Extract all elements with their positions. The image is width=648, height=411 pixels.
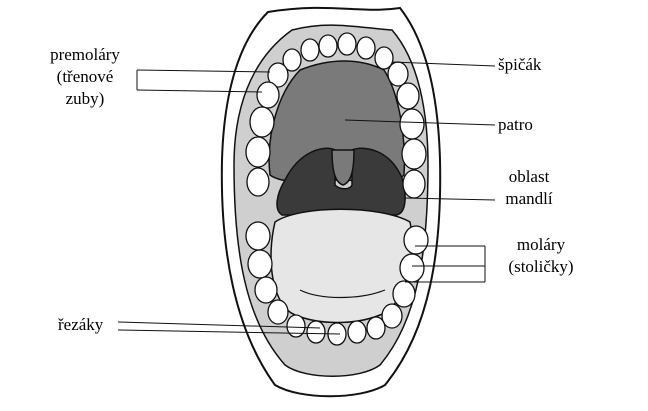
tooth <box>286 314 306 338</box>
tooth <box>249 106 275 138</box>
label-tonsil: oblast mandlí <box>494 166 564 210</box>
tooth <box>282 48 302 72</box>
tooth <box>318 34 338 58</box>
tooth <box>399 253 425 283</box>
lower-teeth <box>245 221 429 346</box>
tooth <box>399 108 425 140</box>
tooth <box>245 136 271 168</box>
tongue-groove <box>299 289 386 299</box>
tooth <box>381 303 403 329</box>
throat <box>276 147 406 216</box>
tooth <box>246 167 270 197</box>
tooth <box>247 249 273 279</box>
tooth <box>374 46 394 70</box>
tooth <box>306 320 326 344</box>
label-tonsil-line2: mandlí <box>505 189 553 208</box>
upper-teeth <box>245 32 427 199</box>
tooth <box>300 38 320 62</box>
tooth <box>387 61 409 87</box>
tooth <box>337 32 357 56</box>
label-premolars-line3: zuby) <box>65 89 105 108</box>
tooth <box>267 299 289 325</box>
tooth <box>392 280 416 308</box>
tooth <box>256 81 280 109</box>
label-canine: špičák <box>498 55 542 74</box>
tooth <box>403 225 429 255</box>
tooth <box>402 169 426 199</box>
label-molars: moláry (stoličky) <box>496 234 586 278</box>
label-premolars: premoláry (třenové zuby) <box>30 44 140 110</box>
label-premolars-line2: (třenové <box>56 67 114 86</box>
tooth <box>254 276 278 304</box>
tooth <box>245 221 271 251</box>
label-premolars-line1: premoláry <box>50 45 120 64</box>
uvula <box>331 149 355 186</box>
leader-lines <box>117 61 496 335</box>
label-molars-line2: (stoličky) <box>508 257 574 276</box>
label-tonsil-line1: oblast <box>508 167 550 186</box>
tooth <box>401 138 427 170</box>
tooth <box>267 62 289 88</box>
label-molars-line1: moláry <box>516 235 566 254</box>
tooth <box>396 82 420 110</box>
label-palate: patro <box>498 115 533 134</box>
tooth <box>366 316 386 340</box>
label-incisors: řezáky <box>58 315 104 334</box>
tooth <box>347 320 367 344</box>
tooth <box>356 36 376 60</box>
